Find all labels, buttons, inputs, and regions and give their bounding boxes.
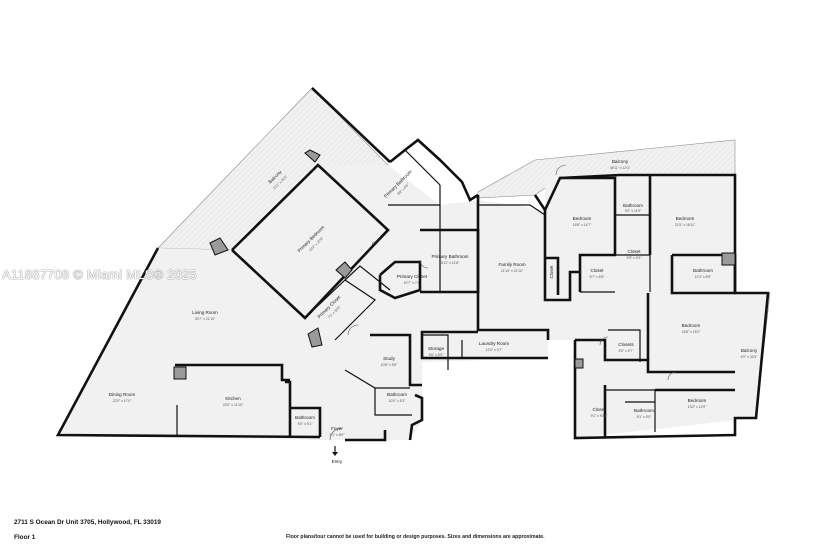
room-name: Bedroom (573, 216, 592, 221)
room-dims: 5'0" x 11'9" (625, 209, 642, 213)
room-dims: 6'7" x 6'5" (590, 275, 606, 279)
room-name: Bathroom (295, 415, 315, 420)
room-name: Closet (592, 407, 606, 412)
room-name: Closet (590, 268, 604, 273)
room-name: Bathroom (634, 408, 654, 413)
room-dims: 10'8" x 9'6" (381, 363, 399, 367)
room-dims: 13'2" x 12'0" (688, 405, 707, 409)
room-dims: 5'9" x 5'3" (627, 256, 643, 260)
room-dims: 22'0" x 17'0" (113, 399, 132, 403)
doors (329, 164, 677, 456)
room-dims: 5'1" x 8'0" (330, 433, 346, 437)
fixtures (173, 149, 736, 380)
room-name: Bathroom (623, 203, 643, 208)
disclaimer: Floor plans/tour cannot be used for buil… (286, 534, 545, 540)
outer-walls (55, 87, 770, 442)
room-name: Primary Bathroom (431, 254, 468, 259)
room-dims: 8'1" x 9'0" (637, 415, 653, 419)
room-dims: 30'7" x 21'10" (195, 317, 216, 321)
room-name: Primary Closet (397, 274, 428, 279)
room-dims: 8'11" x 11'8" (441, 261, 460, 265)
room-dims: 9'1" x 9'10" (591, 414, 609, 418)
room-name: Bedroom (682, 323, 701, 328)
room-dims: 5'0" x 5'1" (298, 422, 314, 426)
room-name: Bedroom (688, 398, 707, 403)
balcony-areas (157, 87, 771, 419)
room-name: Balcony (612, 159, 629, 164)
interior-walls (175, 149, 737, 438)
room-dims: 15'6" x 14'7" (573, 223, 592, 227)
room-dims: 4'6" x 5'9" (429, 353, 445, 357)
room-dims: 22'0" x 11'10" (223, 403, 244, 407)
room-name: Bedroom (676, 216, 695, 221)
room-name: Entry (332, 459, 343, 464)
room-dims: 11'3" x 8'9" (695, 275, 712, 279)
room-name: Balcony (741, 348, 758, 353)
room-dims: 11'10" x 22'10" (501, 269, 524, 273)
room-name: Bathroom (693, 268, 713, 273)
room-name: Laundry Room (479, 341, 509, 346)
property-address: 2711 S Ocean Dr Unit 3705, Hollywood, FL… (14, 519, 161, 526)
room-name: Storage (428, 346, 445, 351)
room-name: Closet (627, 249, 641, 254)
room-name: Bathroom (387, 392, 407, 397)
room-name: Foyer (331, 426, 343, 431)
room-name: Living Room (192, 310, 218, 315)
room-dims: 4'9" x 33'3" (741, 355, 759, 359)
room-name: Closet (549, 265, 554, 279)
mls-watermark: A11887708 © Miami MLS® 2025 (2, 267, 197, 282)
room-dims: 16'8" x 15'2" (682, 330, 701, 334)
room-dims: 10'0" x 5'3" (389, 399, 407, 403)
room-name: Dining Room (109, 392, 136, 397)
interior-floor (60, 165, 768, 440)
floor-label: Floor 1 (14, 534, 36, 541)
room-name: Kitchen (225, 396, 241, 401)
room-dims: 12'0" x 4'7" (486, 348, 504, 352)
room-dims: 21'5" x 16'11" (675, 223, 696, 227)
room-dims: 6'0" x 6'7" (619, 349, 635, 353)
room-dims: 10'7" x 7'3" (404, 281, 422, 285)
room-dims: 46'11" x 12'4" (610, 166, 631, 170)
room-name: Family Room (498, 262, 525, 267)
room-name: Closets (618, 342, 634, 347)
room-name: Study (383, 356, 395, 361)
